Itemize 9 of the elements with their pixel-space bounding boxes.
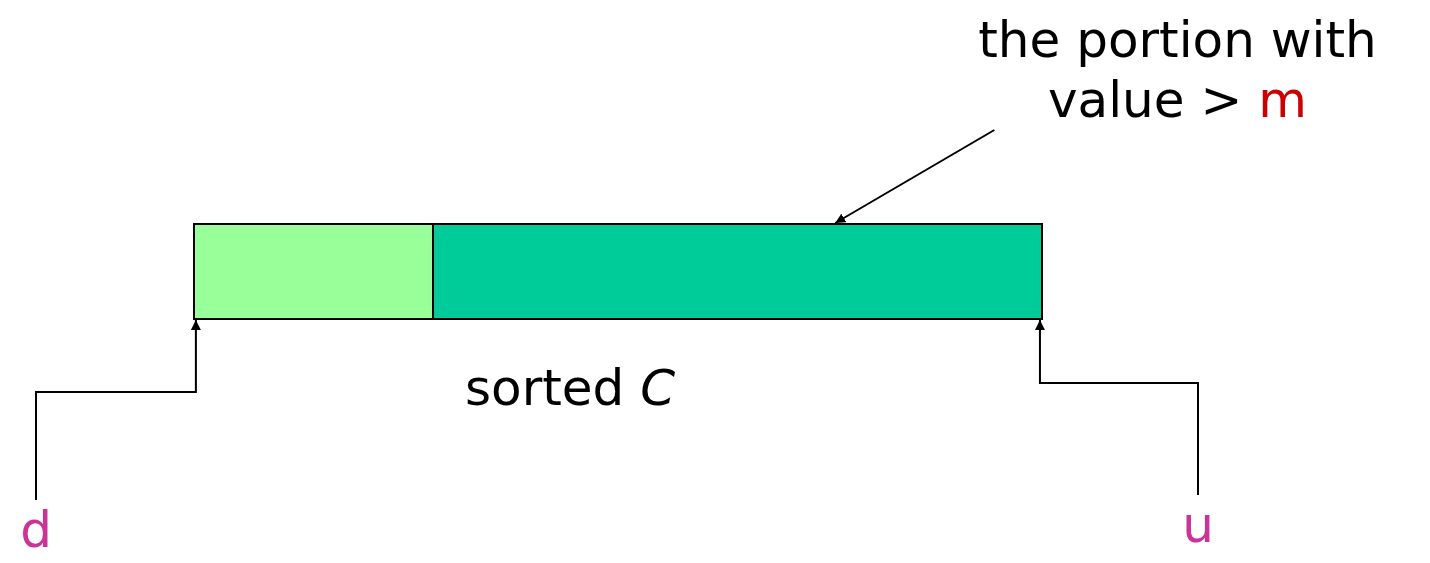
arrow	[35, 319, 201, 501]
arrow	[1034, 319, 1199, 496]
array-segment	[193, 223, 434, 320]
arrow	[834, 129, 996, 224]
annotation-text: the portion with value > m	[930, 10, 1425, 130]
caption-text: sorted C	[465, 358, 676, 418]
pointer-label: d	[14, 500, 58, 560]
pointer-label: u	[1176, 495, 1220, 555]
array-segment	[432, 223, 1043, 320]
